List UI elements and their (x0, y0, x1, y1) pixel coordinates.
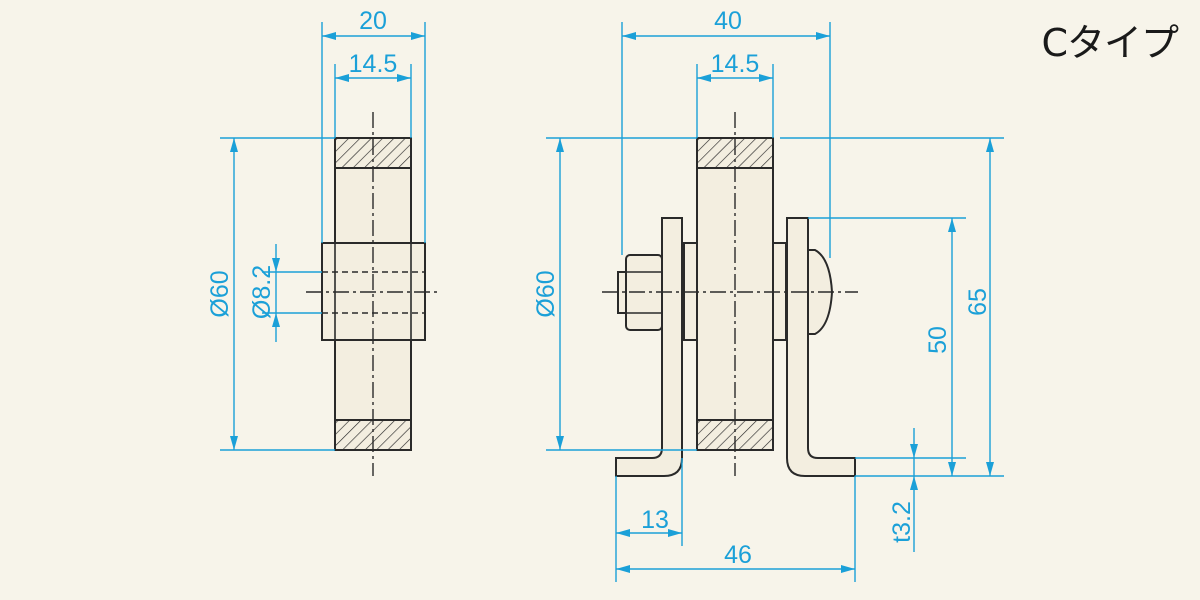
dim-width-tread-side: 14.5 (349, 50, 398, 78)
dim-diameter-wheel-side: Ø60 (206, 270, 234, 317)
type-title: Cタイプ (1041, 21, 1179, 65)
front-view: 40 14.5 Ø60 65 (532, 7, 1004, 582)
dim-base-width: 46 (724, 541, 752, 569)
dim-height-axle: 50 (924, 326, 952, 354)
side-view: 20 14.5 Ø60 Ø8.2 (206, 7, 440, 476)
dim-width-overall-front: 40 (714, 7, 742, 35)
dim-bracket-offset: 13 (641, 506, 669, 534)
dim-width-tread-front: 14.5 (711, 50, 760, 78)
dim-width-overall-side: 20 (359, 7, 387, 35)
dim-diameter-bore: Ø8.2 (248, 265, 276, 319)
dim-diameter-wheel-front: Ø60 (532, 270, 560, 317)
dim-height-total: 65 (964, 288, 992, 316)
dim-plate-thickness: t3.2 (888, 501, 916, 543)
